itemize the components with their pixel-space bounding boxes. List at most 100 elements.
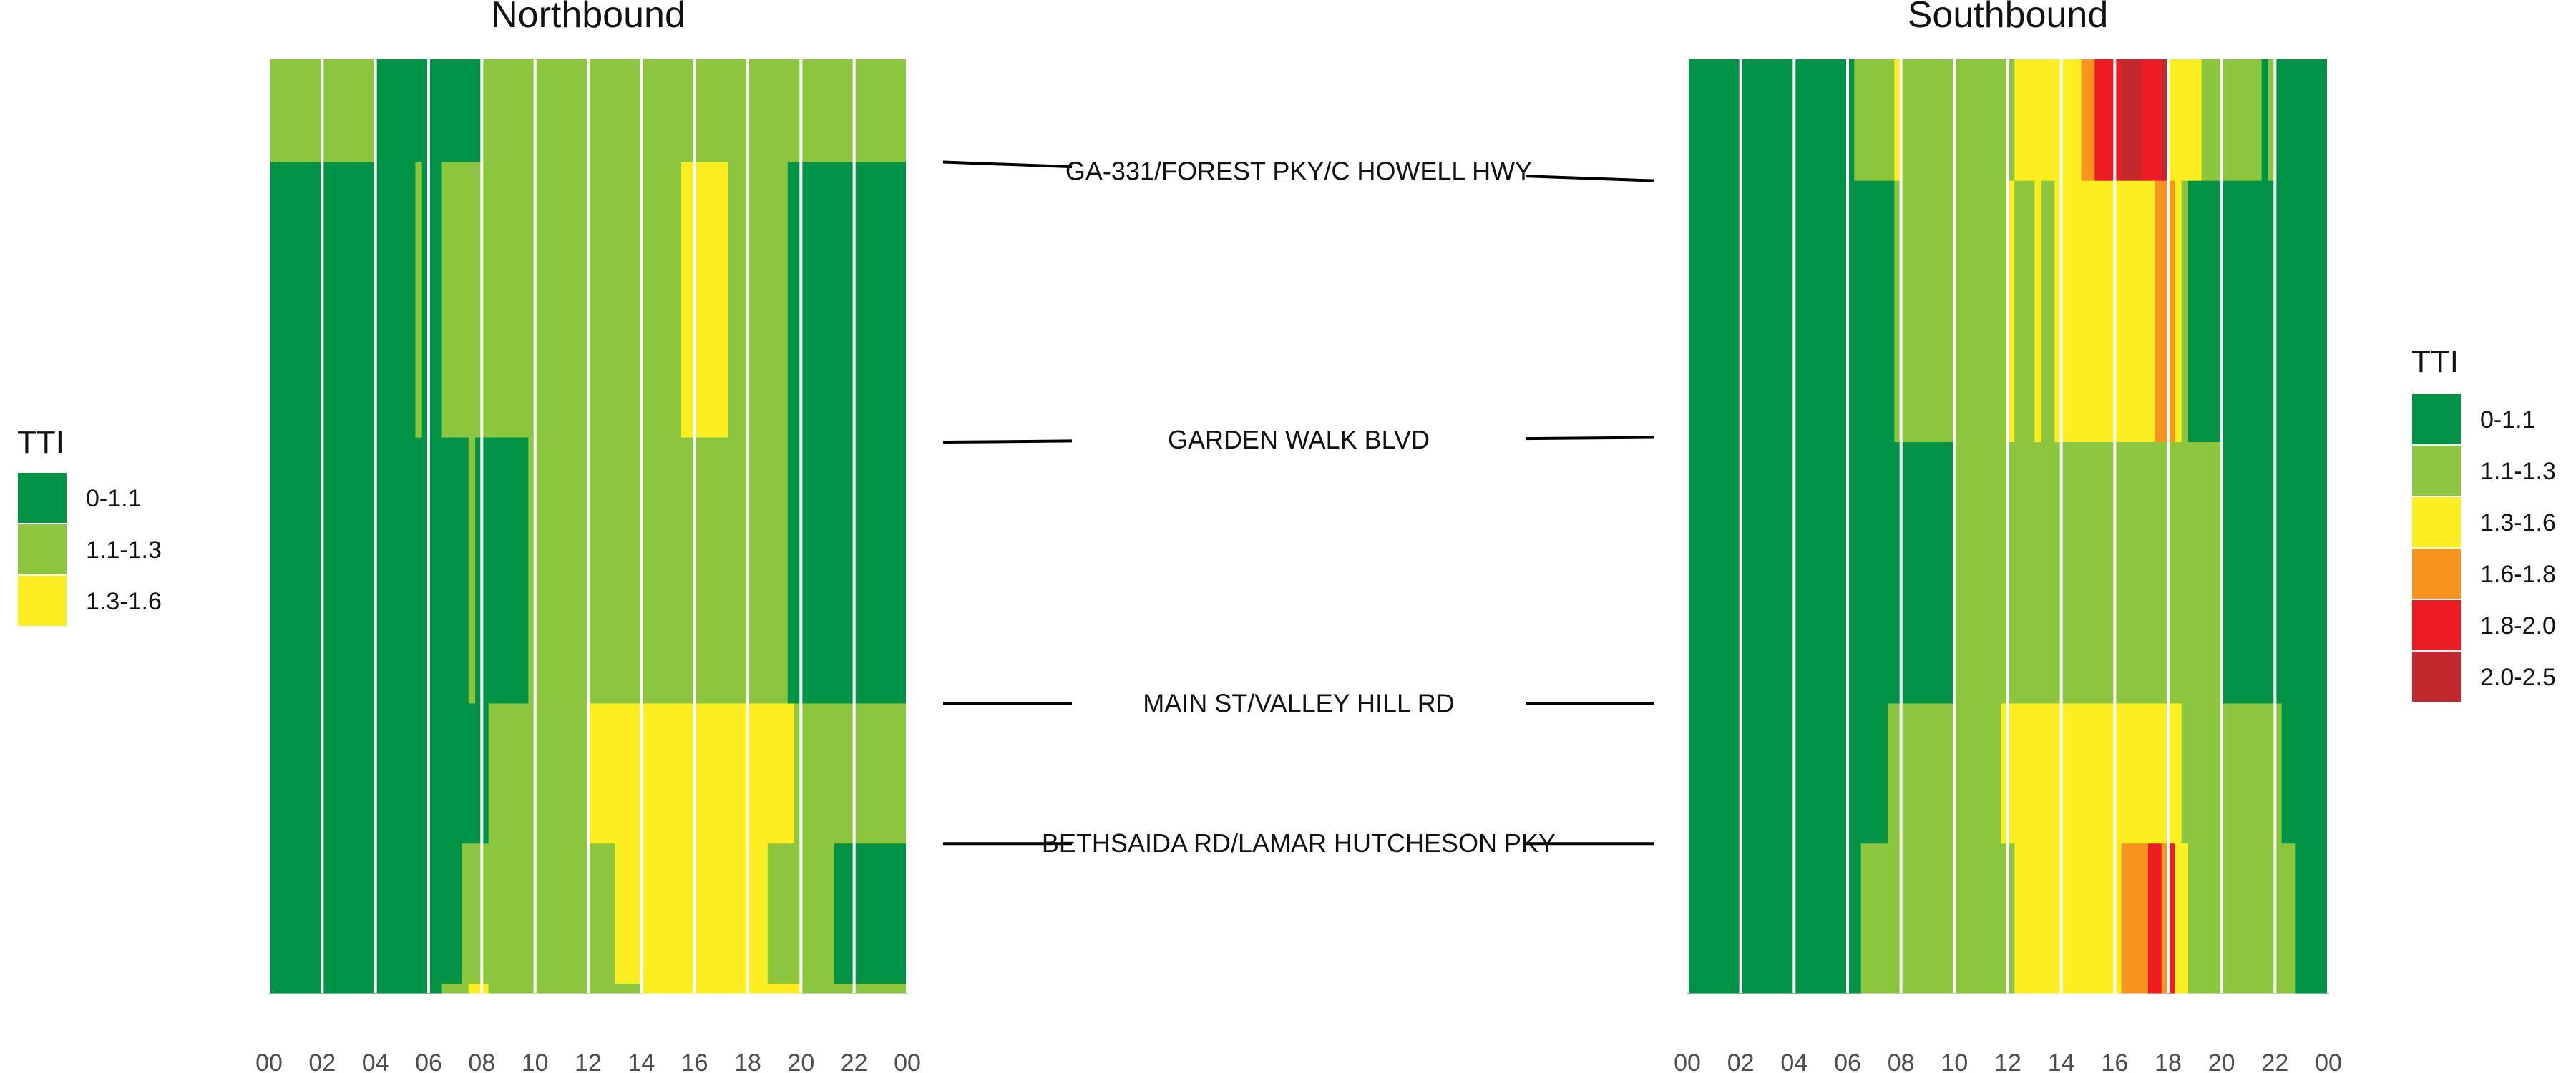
heatmap-cell xyxy=(2261,59,2269,182)
x-tick-label: 16 xyxy=(2101,1049,2128,1073)
heatmap-cell xyxy=(1860,843,2015,994)
legend-swatch xyxy=(2411,547,2462,600)
x-tick-label: 00 xyxy=(1674,1049,1701,1073)
x-tick-label: 18 xyxy=(734,1049,761,1073)
heatmap-cell xyxy=(2161,843,2169,994)
heatmap-cell xyxy=(269,162,416,438)
heatmap-cell xyxy=(269,703,489,844)
heatmap-cell xyxy=(1901,59,2015,182)
heatmap-cell xyxy=(2188,442,2223,705)
heatmap-cell xyxy=(2161,59,2169,182)
heatmap-cell xyxy=(488,983,642,994)
landmark-label: BETHSAIDA RD/LAMAR HUTCHESON PKY xyxy=(1042,828,1556,858)
tti-legends: TTI 0-1.1 1.1-1.3 1.3-1.6 TTI0-1.11.1-1.31.3… xyxy=(16,344,2556,703)
heatmap-cell xyxy=(1687,843,1862,994)
heatmap-cell xyxy=(2008,180,2015,443)
heatmap-cell xyxy=(2201,59,2263,182)
panel-title: Southbound xyxy=(1908,0,2109,36)
x-tick-label: 08 xyxy=(1888,1049,1915,1073)
heatmap-cell xyxy=(2175,843,2189,994)
legend-swatch xyxy=(2411,599,2462,652)
panel-title: Northbound xyxy=(491,0,686,36)
heatmap-cell xyxy=(415,162,423,438)
legend-label: 1.1-1.3 xyxy=(2480,458,2556,485)
heatmap-cell xyxy=(468,437,476,705)
heatmap-cell xyxy=(2054,180,2155,443)
heatmap-cell xyxy=(787,437,908,705)
heatmap-cell xyxy=(468,983,489,994)
heatmap-cell xyxy=(2094,59,2122,182)
legend-southbound: TTI0-1.11.1-1.31.3-1.61.6-1.81.8-2.02.0-… xyxy=(2411,344,2556,703)
landmark-connector-right xyxy=(1525,436,1655,441)
x-tick-label: 06 xyxy=(1834,1049,1861,1073)
legend-label: 1.1-1.3 xyxy=(86,536,162,564)
legend-title: TTI xyxy=(17,425,64,460)
heatmap-cell xyxy=(615,843,769,984)
heatmap-cell xyxy=(462,843,615,984)
x-tick-label: 12 xyxy=(1994,1049,2021,1073)
legend-label: 1.3-1.6 xyxy=(86,588,162,615)
heatmap-cell xyxy=(2148,843,2162,994)
landmark: GARDEN WALK BLVD xyxy=(942,425,1655,454)
heatmap-cell xyxy=(421,162,443,438)
x-tick-label: 04 xyxy=(1780,1049,1807,1073)
heatmap-cell xyxy=(2175,180,2182,443)
heatmap-cell xyxy=(2181,703,2223,844)
x-tick-label: 12 xyxy=(575,1049,602,1073)
legend-swatch xyxy=(2411,393,2462,446)
heatmap-cell xyxy=(441,983,469,994)
heatmap-cell xyxy=(1687,180,1855,443)
heatmap-cell xyxy=(2141,59,2162,182)
x-tick-label: 02 xyxy=(308,1049,336,1073)
heatmap-cell xyxy=(2188,180,2329,443)
heatmap-cell xyxy=(641,983,801,994)
landmark-connector-left xyxy=(942,439,1073,444)
heatmap-cell xyxy=(2281,703,2329,844)
heatmap-cell xyxy=(528,437,789,705)
heatmap-cell xyxy=(269,983,443,994)
heatmap-cells xyxy=(269,59,908,994)
legend-swatch xyxy=(16,574,68,627)
x-tick-label: 10 xyxy=(522,1049,549,1073)
x-tick-label: 14 xyxy=(628,1049,655,1073)
legend-label: 1.8-2.0 xyxy=(2480,612,2556,640)
landmark-connector-left xyxy=(942,160,1073,169)
x-tick-label: 00 xyxy=(894,1049,921,1073)
heatmap-cells xyxy=(1687,59,2329,994)
legend-swatch xyxy=(16,523,68,576)
heatmap-cell xyxy=(794,703,855,844)
heatmap-cell xyxy=(2034,180,2042,443)
heatmap-cell xyxy=(787,162,908,438)
x-tick-label: 10 xyxy=(1941,1049,1968,1073)
legend-swatch xyxy=(16,471,68,524)
heatmap-cell xyxy=(2221,703,2283,844)
x-tick-label: 20 xyxy=(2208,1049,2235,1073)
heatmap-cell xyxy=(1894,59,1902,182)
landmark: MAIN ST/VALLEY HILL RD xyxy=(943,688,1654,717)
x-tick-label: 00 xyxy=(2315,1049,2342,1073)
legend-swatch xyxy=(2411,650,2462,703)
heatmap-cell xyxy=(1908,442,1955,705)
legend-label: 0-1.1 xyxy=(86,485,142,512)
legend-swatch xyxy=(2411,496,2462,549)
heatmap-cell xyxy=(488,703,589,844)
heatmap-cell xyxy=(1687,442,1908,705)
heatmap-cell xyxy=(834,843,908,984)
heatmap-cell xyxy=(2014,180,2035,443)
heatmap-cell xyxy=(681,162,728,438)
heatmap-cell xyxy=(2121,59,2142,182)
legend-label: 2.0-2.5 xyxy=(2480,664,2556,691)
x-tick-label: 08 xyxy=(468,1049,495,1073)
heatmap-cell xyxy=(1854,703,1888,844)
heatmap-cell xyxy=(2268,59,2275,182)
heatmap-cell xyxy=(1687,703,1855,844)
heatmap-cell xyxy=(2014,843,2122,994)
heatmap-cell xyxy=(269,437,469,705)
x-tick-label: 18 xyxy=(2155,1049,2182,1073)
heatmap-cell xyxy=(2188,843,2296,994)
landmark: BETHSAIDA RD/LAMAR HUTCHESON PKY xyxy=(943,828,1654,858)
heatmap-cell xyxy=(854,703,908,844)
